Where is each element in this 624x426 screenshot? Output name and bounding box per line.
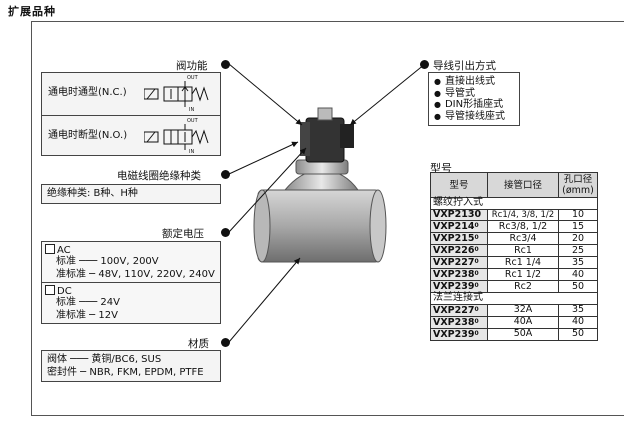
ac-standard: 标准 ─── 100V, 200V [56,256,159,267]
bullet-dot-icon [221,338,230,347]
ac-voltage-box: AC 标准 ─── 100V, 200V 准标准 ─ 48V, 110V, 22… [41,241,221,283]
orifice-cell: 15 [558,220,598,233]
orifice-cell: 20 [558,232,598,245]
orifice-cell: 40 [558,315,598,329]
valve-type-no: 通电时断型(N.O.) OUT IN [42,115,220,157]
table-section-title: 螺纹拧入式 [430,197,598,209]
model-cell: VXP2260 [430,244,488,257]
valve-function-title: 阀功能 [176,60,208,72]
material-seal: 密封件 ─ NBR, FKM, EPDM, PTFE [47,367,204,378]
model-cell: VXP2140 [430,220,488,233]
orifice-cell: 25 [558,244,598,257]
checkbox-icon [45,244,55,254]
rated-voltage-title: 额定电压 [162,228,204,240]
model-cell: VXP2130 [430,208,488,221]
dc-voltage-box: DC 标准 ─── 24V 准标准 ─ 12V [41,282,221,324]
port-cell: 40A [487,315,559,329]
valve-type-nc: 通电时通型(N.C.) OUT IN [42,73,220,115]
valve-function-box: 通电时通型(N.C.) OUT IN 通电时断型(N.O.) [41,72,221,156]
col-header-port: 接管口径 [487,172,559,198]
orifice-cell: 50 [558,327,598,341]
material-title: 材质 [188,338,209,350]
wiring-box: 直接出线式 导管式 DIN形插座式 导管接线座式 [428,72,520,126]
port-cell: Rc3/4 [487,232,559,245]
model-cell: VXP2270 [430,256,488,269]
col-header-model: 型号 [430,172,488,198]
bullet-dot-icon [221,228,230,237]
orifice-cell: 35 [558,303,598,317]
orifice-cell: 10 [558,208,598,221]
page-heading: 扩展品种 [8,5,56,18]
port-cell: Rc1 1/4 [487,256,559,269]
model-cell: VXP2380 [430,268,488,281]
model-cell: VXP2390 [430,327,488,341]
port-cell: 50A [487,327,559,341]
dc-label: DC [57,286,72,297]
no-symbol-icon [144,124,209,150]
nc-symbol-icon [144,81,209,107]
material-body: 阀体 ─── 黄铜/BC6, SUS [47,354,162,365]
port-cell: Rc3/8, 1/2 [487,220,559,233]
port-cell: Rc1 [487,244,559,257]
model-cell: VXP2150 [430,232,488,245]
material-box: 阀体 ─── 黄铜/BC6, SUS 密封件 ─ NBR, FKM, EPDM,… [41,350,221,382]
ac-label: AC [57,245,71,256]
port-cell: 32A [487,303,559,317]
port-cell: Rc1/4, 3/8, 1/2 [487,208,559,221]
port-cell: Rc2 [487,280,559,293]
bullet-dot-icon [420,60,429,69]
wiring-item: 导管接线座式 [434,111,505,123]
model-cell: VXP2390 [430,280,488,293]
orifice-cell: 40 [558,268,598,281]
checkbox-icon [45,285,55,295]
model-cell: VXP2270 [430,303,488,317]
port-cell: Rc1 1/2 [487,268,559,281]
col-header-orifice: 孔口径 (ømm) [558,172,598,198]
models-title: 型号 [430,162,452,175]
table-section-title: 法兰连接式 [430,292,598,304]
ac-semi-standard: 准标准 ─ 48V, 110V, 220V, 240V [56,269,215,280]
wiring-title: 导线引出方式 [433,60,496,72]
orifice-cell: 35 [558,256,598,269]
model-cell: VXP2380 [430,315,488,329]
dc-standard: 标准 ─── 24V [56,297,120,308]
wiring-item: 导管式 [434,88,505,100]
coil-insulation-title: 电磁线圈绝缘种类 [117,170,201,182]
bullet-dot-icon [221,60,230,69]
wiring-item: DIN形插座式 [434,99,505,111]
orifice-cell: 50 [558,280,598,293]
dc-semi-standard: 准标准 ─ 12V [56,310,118,321]
wiring-item: 直接出线式 [434,76,505,88]
content-frame [31,21,624,416]
bullet-dot-icon [221,170,230,179]
coil-insulation-box: 绝缘种类: B种、H种 [41,184,221,204]
